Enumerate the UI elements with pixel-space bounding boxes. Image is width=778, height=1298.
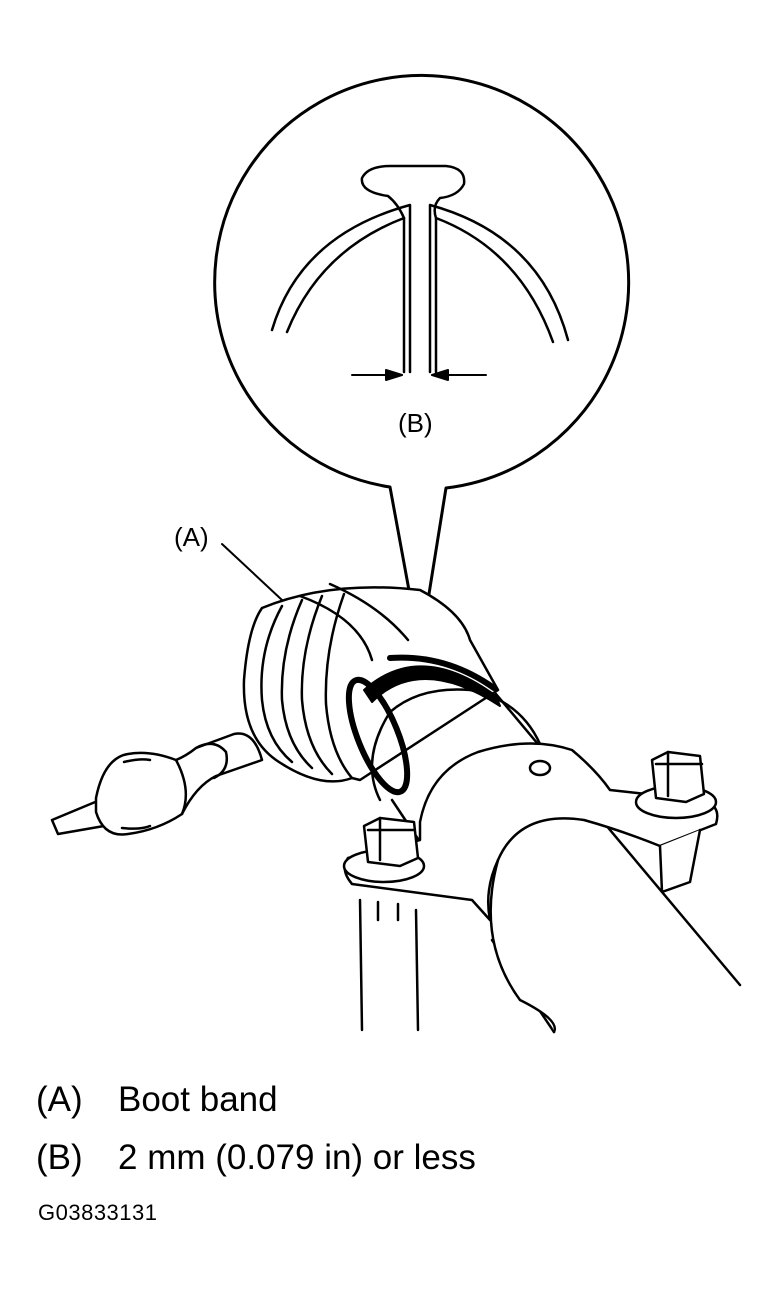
gap-dimension-arrows xyxy=(351,369,487,381)
legend-row-a: (A) Boot band xyxy=(36,1080,736,1138)
boot-band-illustration: (B) (A) xyxy=(50,73,742,1034)
callout-b-label: (B) xyxy=(398,408,433,438)
legend-row-b: (B) 2 mm (0.079 in) or less xyxy=(36,1138,736,1196)
legend-key: (B) xyxy=(36,1138,83,1177)
detail-bubble-outline xyxy=(213,73,631,652)
bolt-left xyxy=(342,816,426,922)
boot-band xyxy=(345,654,501,796)
legend-key: (A) xyxy=(36,1080,83,1119)
legend-text: Boot band xyxy=(118,1080,278,1119)
tie-rod-end xyxy=(50,732,264,836)
bolt-right xyxy=(634,750,718,820)
callout-a-label: (A) xyxy=(174,522,209,552)
band-crimp-detail xyxy=(270,164,570,374)
figure-code: G03833131 xyxy=(38,1200,158,1225)
legend-text: 2 mm (0.079 in) or less xyxy=(118,1138,476,1177)
legend: (A) Boot band (B) 2 mm (0.079 in) or les… xyxy=(36,1080,736,1196)
mounting-clamp xyxy=(343,742,719,1034)
